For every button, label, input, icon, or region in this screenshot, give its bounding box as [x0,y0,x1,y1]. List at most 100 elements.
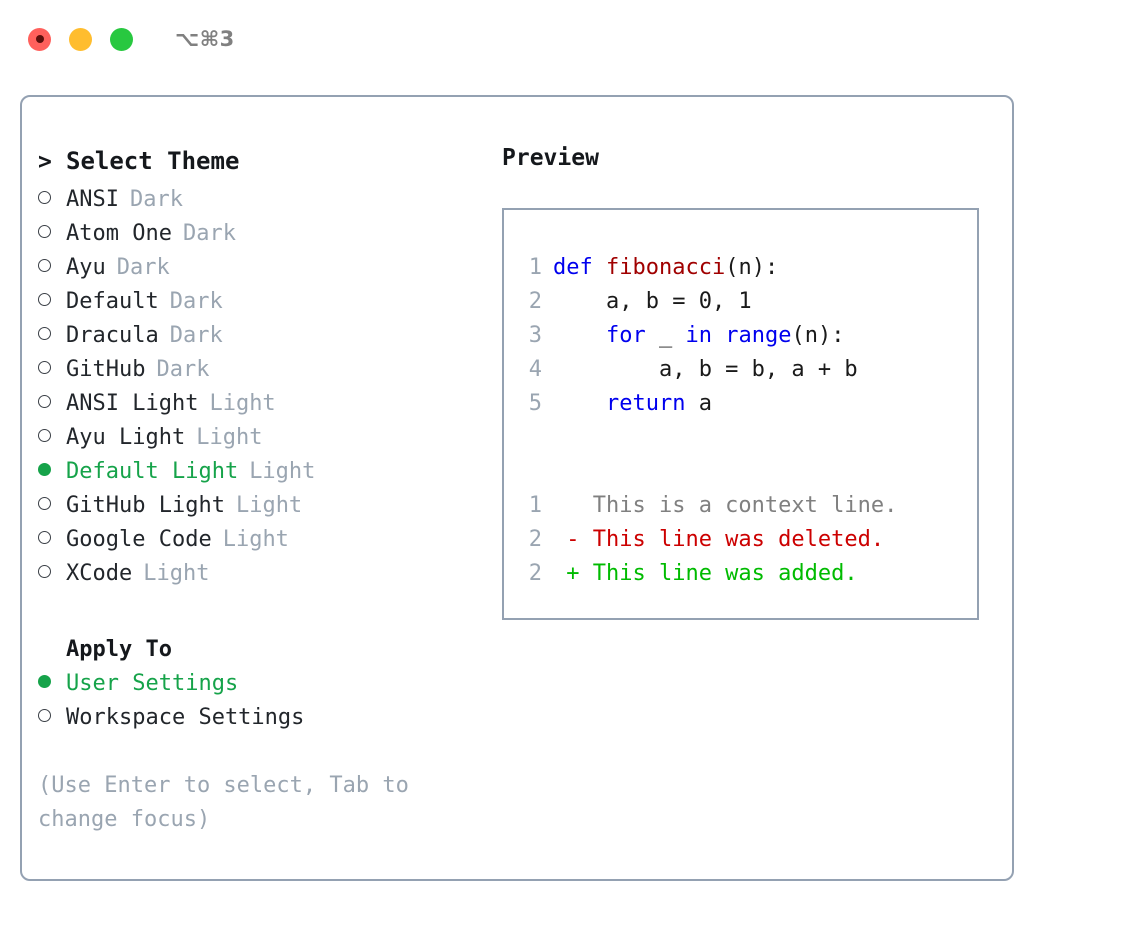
theme-variant-tag: Light [143,561,210,586]
theme-label: Dracula [66,323,159,348]
line-number: 2 [528,561,542,586]
line-number: 1 [528,493,542,518]
diff-line: 1 This is a context line. [504,493,977,527]
code-token: + This line was added. [553,561,858,586]
radio-dot-icon [38,564,51,578]
keyboard-shortcut-label: ⌥⌘3 [175,27,235,51]
radio-dot-icon [38,326,51,340]
apply-to-item[interactable]: User Settings [38,667,488,701]
code-line: 3 for _ in range(n): [504,323,977,357]
code-token: return [605,391,686,416]
theme-label: Default [66,289,159,314]
radio-dot-icon [38,292,51,306]
radio-dot-icon [38,708,51,722]
line-number: 4 [528,357,542,382]
radio-unselected-icon[interactable] [38,701,66,735]
code-spacer [504,459,977,493]
theme-item[interactable]: Default Dark [38,285,488,319]
theme-label: Google Code [66,527,212,552]
code-token: _ [645,323,686,348]
theme-variant-tag: Dark [169,289,223,314]
maximize-button[interactable] [110,27,133,51]
diff-line: 2 + This line was added. [504,561,977,595]
code-token: a, b = b, a + b [553,357,858,382]
radio-dot-icon [38,394,51,408]
radio-selected-icon[interactable] [38,455,66,489]
prompt-caret-icon: > [38,149,52,175]
code-text: def fibonacci(n): [553,255,778,280]
radio-unselected-icon[interactable] [38,523,66,557]
preview-title: Preview [502,145,599,171]
code-token: a [685,391,712,416]
minimize-button[interactable] [69,27,92,51]
code-token: range [725,323,792,348]
theme-variant-tag: Light [222,527,289,552]
apply-to-label: Workspace Settings [66,705,305,730]
theme-label: Atom One [66,221,172,246]
code-token: - This line was deleted. [553,527,885,552]
radio-unselected-icon[interactable] [38,285,66,319]
code-token [712,323,725,348]
close-button[interactable] [28,27,51,51]
theme-item[interactable]: XCode Light [38,557,488,591]
radio-unselected-icon[interactable] [38,557,66,591]
diff-line: 2 - This line was deleted. [504,527,977,561]
radio-dot-icon [38,258,51,272]
theme-item[interactable]: Ayu Dark [38,251,488,285]
radio-dot-icon [38,496,51,510]
radio-unselected-icon[interactable] [38,319,66,353]
theme-label: ANSI [66,187,119,212]
window-titlebar: ⌥⌘3 [0,0,1140,78]
theme-variant-tag: Dark [129,187,183,212]
select-theme-title: Select Theme [66,147,240,175]
line-number: 1 [528,255,542,280]
keyboard-hint: (Use Enter to select, Tab to change focu… [38,773,409,832]
theme-item[interactable]: ANSI Dark [38,183,488,217]
code-token: for [605,323,646,348]
theme-label: GitHub Light [66,493,225,518]
code-text: + This line was added. [553,561,858,586]
radio-unselected-icon[interactable] [38,353,66,387]
radio-selected-icon[interactable] [38,667,66,701]
radio-dot-icon [38,360,51,374]
code-text: - This line was deleted. [553,527,884,552]
code-text: This is a context line. [553,493,898,518]
radio-unselected-icon[interactable] [38,217,66,251]
apply-to-label: User Settings [66,671,239,696]
theme-variant-tag: Dark [182,221,236,246]
theme-variant-tag: Dark [169,323,223,348]
theme-item[interactable]: Dracula Dark [38,319,488,353]
radio-unselected-icon[interactable] [38,251,66,285]
line-number: 2 [528,289,542,314]
radio-unselected-icon[interactable] [38,421,66,455]
radio-unselected-icon[interactable] [38,387,66,421]
theme-variant-tag: Light [249,459,316,484]
radio-dot-icon [38,428,51,442]
apply-to-header: Apply To [66,637,172,662]
radio-dot-icon [38,462,51,476]
theme-item[interactable]: Google Code Light [38,523,488,557]
theme-item[interactable]: GitHub Light Light [38,489,488,523]
apply-to-item[interactable]: Workspace Settings [38,701,488,735]
theme-variant-tag: Light [235,493,303,518]
theme-item[interactable]: Atom One Dark [38,217,488,251]
line-number: 5 [528,391,542,416]
theme-label: XCode [66,561,133,586]
radio-unselected-icon[interactable] [38,489,66,523]
theme-label: Ayu [66,255,106,280]
theme-variant-tag: Light [196,425,263,450]
theme-label: ANSI Light [66,391,199,416]
theme-variant-tag: Dark [116,255,170,280]
code-line: 1 def fibonacci(n): [504,255,977,289]
code-line: 2 a, b = 0, 1 [504,289,977,323]
radio-unselected-icon[interactable] [38,183,66,217]
code-token: (n): [725,255,779,280]
